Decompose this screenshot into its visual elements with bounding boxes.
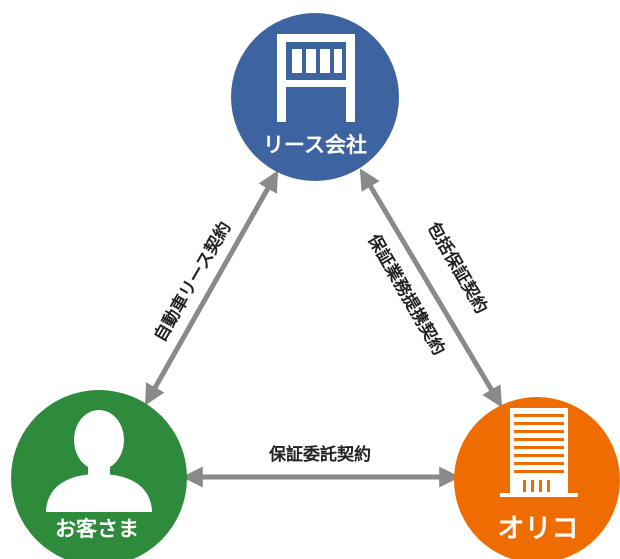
arrow-customer-lease <box>144 170 279 406</box>
lease-company-label: リース会社 <box>263 133 367 157</box>
node-orico: オリコ <box>454 397 620 559</box>
orico-label: オリコ <box>498 514 579 545</box>
arrow-lease-orico <box>359 168 503 408</box>
lease-company-circle <box>231 13 399 181</box>
edge-label-lease-orico-outer: 包括保証契約 <box>423 218 492 317</box>
customer-label: お客さま <box>55 517 139 541</box>
node-lease-company: リース会社 <box>231 13 399 181</box>
person-icon <box>46 410 152 512</box>
edge-label-customer-orico: 保証委託契約 <box>268 444 371 465</box>
office-tower-icon <box>500 408 578 497</box>
building-icon <box>277 34 355 122</box>
node-customer: お客さま <box>11 390 187 559</box>
